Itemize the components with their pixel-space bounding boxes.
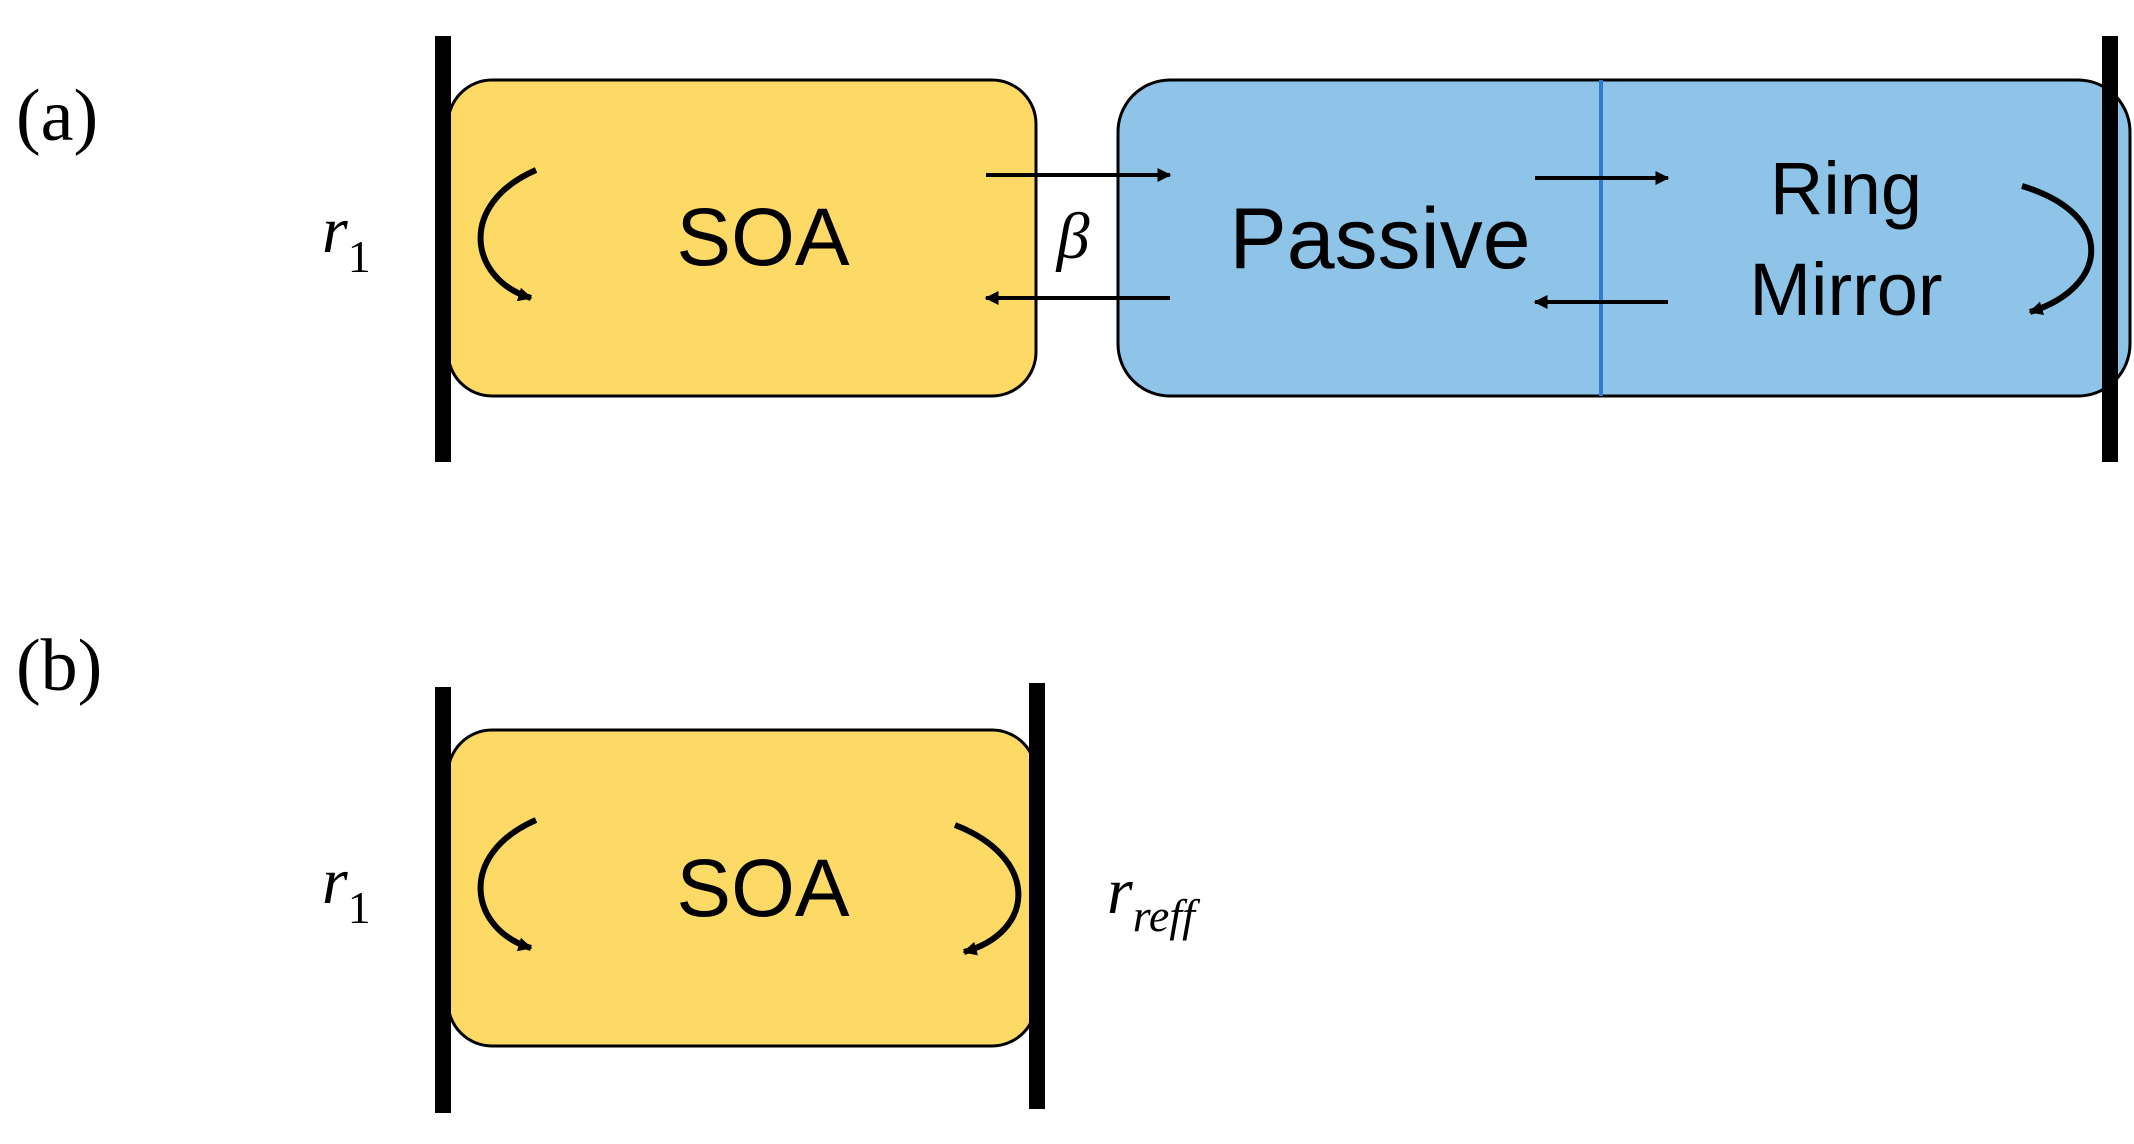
ring-label: Ring xyxy=(1770,147,1922,230)
panel-a-label: (a) xyxy=(16,75,98,157)
curved-reflection-arrow-b-right xyxy=(953,822,1022,956)
mirror-right-a xyxy=(2102,36,2118,462)
r1-sub-b: 1 xyxy=(348,882,371,933)
reff-sub: reff xyxy=(1133,890,1201,941)
passive-ring-block xyxy=(1116,78,2132,398)
r1-sub-a: 1 xyxy=(348,231,371,282)
mirror-left-a xyxy=(435,36,451,462)
mirror-r1-label-b: r1 xyxy=(322,845,371,933)
panel-b: (b) r1 SOA rreff xyxy=(16,625,1201,1113)
panel-a: (a) r1 SOA Passive Ring Mirror β xyxy=(16,36,2132,462)
soa-label-b: SOA xyxy=(676,843,849,934)
soa-label-a: SOA xyxy=(676,192,849,283)
curved-reflection-arrow-a-left xyxy=(477,167,538,302)
passive-label: Passive xyxy=(1229,191,1530,287)
curved-reflection-arrow-b-left xyxy=(477,817,538,952)
r1-main-b: r xyxy=(322,845,348,918)
mirror-label: Mirror xyxy=(1749,248,1942,331)
r1-main-a: r xyxy=(322,194,348,267)
mirror-right-b xyxy=(1029,683,1045,1109)
curved-reflection-arrow-a-right xyxy=(2021,183,2095,315)
beta-label: β xyxy=(1055,200,1090,273)
mirror-reff-label: rreff xyxy=(1107,855,1201,941)
reff-main: r xyxy=(1107,855,1133,928)
panel-b-label: (b) xyxy=(16,625,102,707)
mirror-left-b xyxy=(435,687,451,1113)
mirror-r1-label-a: r1 xyxy=(322,194,371,282)
